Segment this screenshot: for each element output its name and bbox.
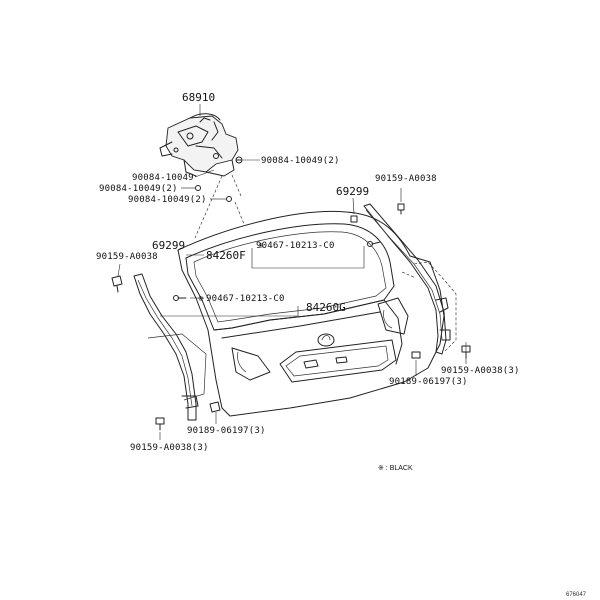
bolt-right-icon[interactable] — [235, 156, 243, 164]
clip-left-top-icon[interactable] — [111, 275, 123, 293]
label-retainer-right: 90189-06197(3) — [389, 377, 468, 387]
label-clip-right-top: 90159-A0038 — [375, 174, 437, 184]
clip-left-bottom-icon[interactable] — [155, 417, 165, 431]
screw-lower-icon[interactable] — [173, 295, 187, 301]
wiper-motor-assembly[interactable] — [159, 113, 239, 177]
left-stay-housing — [147, 333, 207, 401]
label-bolt-right: 90084-10049(2) — [261, 156, 340, 166]
note-mark-lower: ※ — [198, 296, 204, 303]
left-stay-strip[interactable] — [133, 273, 199, 421]
note-mark-upper: ※ — [258, 243, 264, 250]
right-stay-strip[interactable] — [363, 203, 451, 355]
label-weatherstrip-upper: 84260F — [206, 249, 246, 262]
back-door-panel[interactable] — [177, 210, 445, 417]
label-bolt-3: 90084-10049(2) — [128, 195, 207, 205]
bolt-3-icon[interactable] — [226, 196, 232, 202]
label-screw-lower: 90467-10213-C0 — [206, 294, 285, 304]
label-motor: 68910 — [182, 91, 215, 104]
bolt-2-icon[interactable] — [195, 185, 201, 191]
label-stay-right: 69299 — [336, 185, 369, 198]
label-stay-left: 69299 — [152, 239, 185, 252]
screw-upper-icon[interactable] — [367, 241, 381, 247]
label-clip-right-bottom: 90159-A0038(3) — [441, 366, 520, 376]
clip-right-top-icon[interactable] — [397, 203, 405, 215]
label-clip-left-bottom: 90159-A0038(3) — [130, 443, 209, 453]
right-stay-clip-icon[interactable] — [350, 215, 358, 223]
label-retainer-left: 90189-06197(3) — [187, 426, 266, 436]
label-screw-upper: 90467-10213-C0 — [256, 241, 335, 251]
label-clip-left-top: 90159-A0038 — [96, 252, 158, 262]
label-weatherstrip-lower: 84260G — [306, 301, 346, 314]
drawing-code: 676047 — [566, 592, 587, 598]
retainer-right-icon[interactable] — [411, 351, 421, 359]
label-bolt-2: 90084-10049(2) — [99, 184, 178, 194]
label-bolt-1: 90084-10049 — [132, 173, 194, 183]
legend-note: ※ : BLACK — [378, 465, 413, 472]
retainer-left-icon[interactable] — [209, 401, 221, 413]
